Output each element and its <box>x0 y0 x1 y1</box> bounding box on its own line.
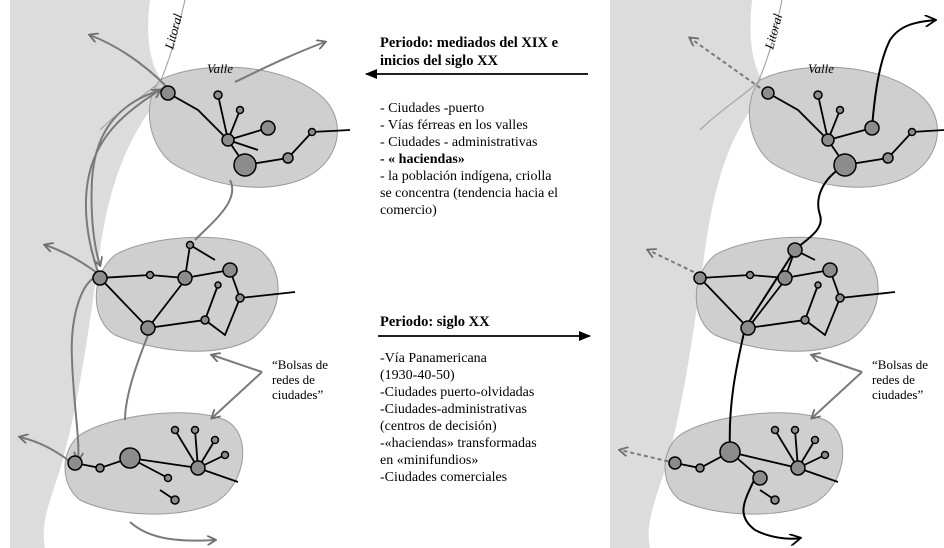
gray-arrows-right <box>812 355 863 418</box>
period1-title: Periodo: mediados del XIX e inicios del … <box>380 34 558 70</box>
city-network-blob-middle <box>95 236 279 352</box>
dashed-arrows-right <box>620 38 767 464</box>
right-panel <box>610 0 944 548</box>
period1-item: - Ciudades -puerto <box>380 101 485 116</box>
bolsas-label-right: “Bolsas de redes de ciudades” <box>872 357 928 402</box>
period2-item: -Ciudades puerto-olvidadas <box>380 385 535 400</box>
city-nodes-right <box>668 86 917 505</box>
label-valle-left: Valle <box>207 61 233 76</box>
period2-item: -Ciudades comerciales <box>380 470 508 485</box>
label-litoral-left: Litoral <box>161 12 185 52</box>
bolsas-line: “Bolsas de <box>872 357 928 372</box>
period2-item: -«haciendas» transformadas <box>380 436 537 451</box>
label-litoral-right: Litoral <box>761 12 785 52</box>
period1-item: - Vías férreas en los valles <box>380 118 528 133</box>
city-network-blob-middle-right <box>695 236 879 352</box>
bolsas-line: ciudades” <box>272 387 324 402</box>
label-valle-right: Valle <box>808 61 834 76</box>
coast-strip-left <box>10 0 168 548</box>
city-network-blob-bottom <box>64 412 244 515</box>
period1-title-line: Periodo: mediados del XIX e <box>380 35 559 51</box>
left-panel <box>10 0 351 548</box>
period1-item: - « haciendas» <box>380 152 465 167</box>
period1-item: comercio) <box>380 203 437 218</box>
bolsas-line: “Bolsas de <box>272 357 328 372</box>
bolsas-line: redes de <box>872 372 915 387</box>
city-nodes-left <box>67 85 317 505</box>
bolsas-line: ciudades” <box>872 387 924 402</box>
coast-strip-right <box>610 0 768 548</box>
period1-title-line: inicios del siglo XX <box>380 53 499 69</box>
period2-item: (1930-40-50) <box>380 368 455 383</box>
bolsas-line: redes de <box>272 372 315 387</box>
period1-item: - Ciudades - administrativas <box>380 135 538 150</box>
period2-title: Periodo: siglo XX <box>380 314 490 330</box>
bolsas-label-left: “Bolsas de redes de ciudades” <box>272 357 328 402</box>
city-network-blob-bottom-right <box>664 412 844 515</box>
gray-arrows-left <box>20 35 325 541</box>
period2-item: en «minifundios» <box>380 453 479 468</box>
period2-item: -Vía Panamericana <box>380 351 487 366</box>
period1-list: - Ciudades -puerto - Vías férreas en los… <box>380 100 558 219</box>
period1-item: se concentra (tendencia hacia el <box>380 186 559 201</box>
period2-item: -Ciudades-administrativas <box>380 402 527 417</box>
period2-list: -Vía Panamericana (1930-40-50) -Ciudades… <box>380 350 537 486</box>
period1-item: - la población indígena, criolla <box>380 169 552 184</box>
period2-item: (centros de decisión) <box>380 419 497 434</box>
